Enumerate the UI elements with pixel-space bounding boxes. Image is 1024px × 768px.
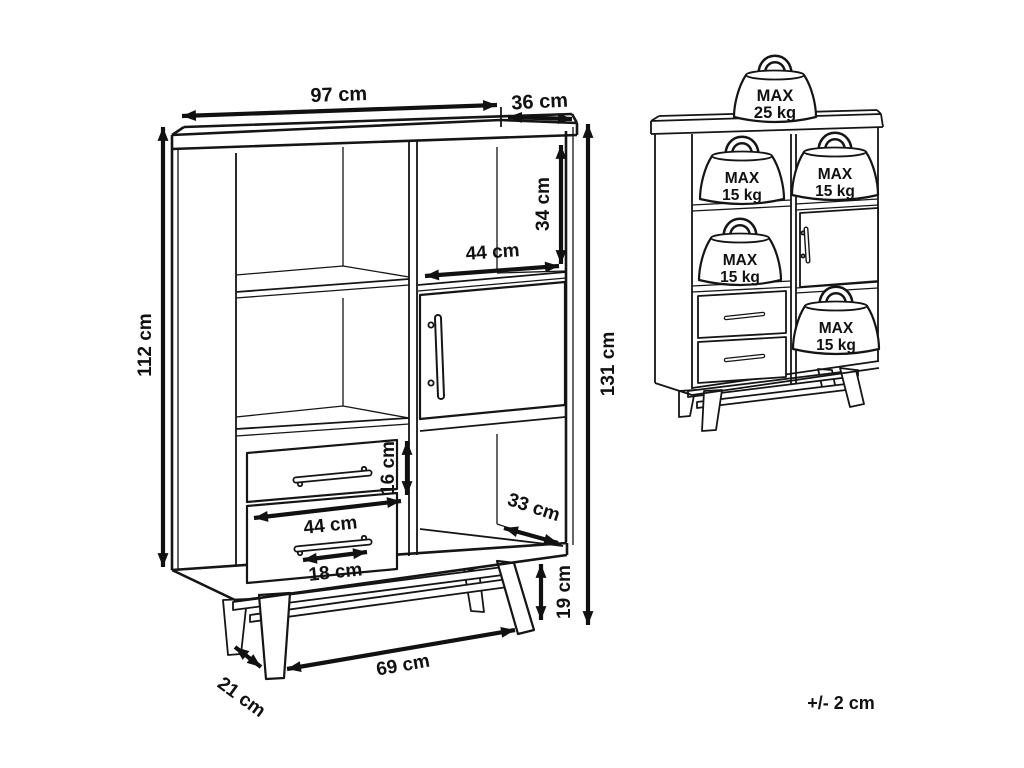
dimension-top-depth: 36 cm	[507, 90, 573, 125]
dimension-label: 69 cm	[375, 651, 432, 681]
max-load-label: MAX	[757, 87, 794, 105]
dimension-label: 16 cm	[378, 441, 399, 495]
dimension-top-compartment-width: 44 cm	[424, 240, 560, 281]
max-load-value: 25 kg	[754, 104, 796, 122]
dimension-label: 36 cm	[511, 90, 569, 115]
max-load-drawing: MAX 25 kg MAX 15 kg MAX 15 kg MAX 15 kg	[650, 54, 884, 432]
max-load-value: 15 kg	[815, 183, 855, 200]
mini-cabinet-door	[799, 207, 879, 288]
dimension-base-depth: 21 cm	[213, 645, 269, 722]
mini-cabinet-drawers	[697, 290, 787, 384]
dimension-label: 19 cm	[554, 565, 575, 619]
max-load-value: 15 kg	[720, 269, 760, 286]
dimension-total-height: 131 cm	[582, 124, 619, 625]
dimension-label: 34 cm	[533, 177, 554, 231]
dimension-top-width: 97 cm	[181, 83, 498, 121]
dimension-label: 97 cm	[310, 83, 367, 107]
max-load-label: MAX	[818, 166, 853, 183]
dimension-body-height: 112 cm	[135, 127, 169, 567]
dimension-label: 21 cm	[213, 673, 269, 722]
dimension-label: 131 cm	[598, 332, 619, 396]
door-handle	[427, 314, 445, 400]
max-load-label: MAX	[725, 170, 760, 187]
dimension-label: 33 cm	[505, 489, 563, 526]
cabinet-legs	[222, 559, 536, 681]
dimension-leg-height: 19 cm	[535, 564, 575, 620]
weight-top-right-shelf: MAX 15 kg	[790, 131, 880, 202]
cabinet-drawer-upper	[245, 438, 399, 504]
cabinet-dimension-drawing: 97 cm 36 cm 112 cm 131 cm 34 cm 44 cm 16…	[135, 83, 619, 722]
dimension-top-compartment-height: 34 cm	[533, 145, 567, 264]
dimension-label: 18 cm	[308, 559, 364, 586]
max-load-value: 15 kg	[722, 187, 762, 204]
dimension-base-width: 69 cm	[286, 626, 516, 681]
tolerance-note: +/- 2 cm	[807, 693, 875, 713]
max-load-value: 15 kg	[816, 337, 856, 354]
dimension-label: 44 cm	[465, 240, 520, 265]
dimension-drawer-height: 16 cm	[378, 441, 413, 495]
max-load-label: MAX	[723, 252, 758, 269]
weight-top-surface: MAX 25 kg	[732, 54, 818, 124]
cabinet-door	[418, 280, 567, 421]
max-load-label: MAX	[819, 320, 854, 337]
weight-bottom-right-shelf: MAX 15 kg	[791, 285, 881, 356]
weight-middle-left-shelf: MAX 15 kg	[697, 217, 783, 287]
dimension-bottom-compartment-depth: 33 cm	[503, 489, 563, 546]
dimension-label: 112 cm	[135, 313, 156, 376]
weight-top-left-shelf: MAX 15 kg	[698, 135, 786, 206]
